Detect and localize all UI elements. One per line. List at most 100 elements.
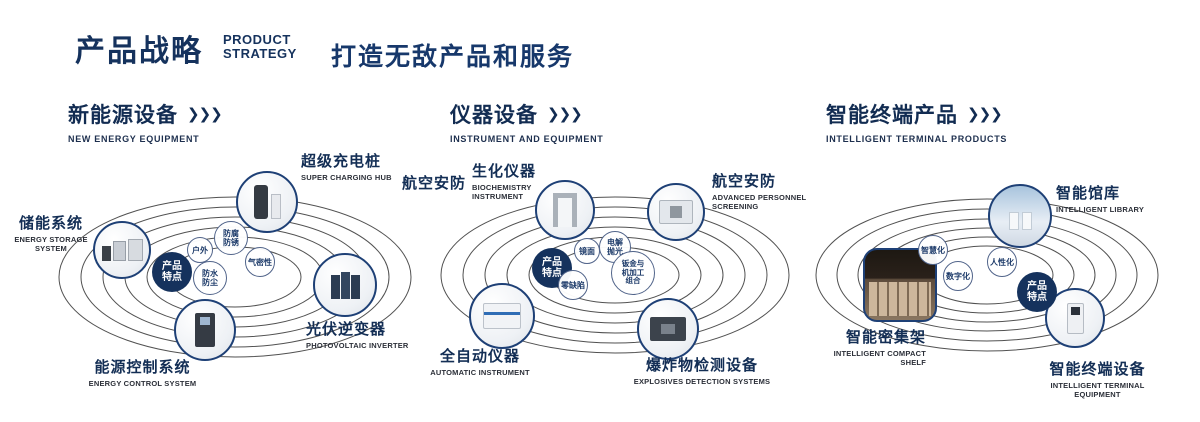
image-shape — [112, 241, 126, 261]
section-instrument-title: 仪器设备 — [450, 104, 538, 127]
label-intelligent-terminal: 智能终端设备 INTELLIGENT TERMINAL EQUIPMENT — [1030, 358, 1165, 399]
label-cn: 能源控制系统 — [94, 359, 191, 376]
image-shape — [127, 239, 143, 261]
chevrons-icon: ❯❯❯ — [187, 106, 223, 123]
feature-bubble-airtight: 气密性 — [245, 247, 275, 277]
image-shape — [200, 317, 210, 325]
feature-bubble-anticorrosion: 防腐防锈 — [214, 221, 248, 255]
feature-bubble-label: 气密性 — [248, 257, 272, 267]
feature-bubble-waterproof: 防水防尘 — [193, 261, 227, 295]
product-features-badge-label: 产品特点 — [1027, 281, 1047, 303]
automatic-instrument-image — [469, 283, 535, 349]
section-instrument-subtitle: INSTRUMENT AND EQUIPMENT — [450, 134, 604, 144]
label-intelligent-library: 智能馆库 INTELLIGENT LIBRARY — [1056, 182, 1166, 214]
image-shape — [1008, 212, 1032, 230]
image-shape — [659, 200, 693, 224]
section-new-energy-subtitle: NEW ENERGY EQUIPMENT — [68, 134, 200, 144]
image-shape — [1021, 212, 1032, 230]
feature-bubble-label: 零缺陷 — [561, 280, 585, 290]
label-cn: 航空安防 — [402, 175, 467, 192]
feature-bubble-mirror: 镜面 — [574, 238, 600, 264]
label-energy-control-system: 能源控制系统 ENERGY CONTROL SYSTEM — [80, 356, 205, 388]
label-photovoltaic-inverter: 光伏逆变器 PHOTOVOLTAIC INVERTER — [306, 318, 421, 350]
image-shape — [650, 317, 686, 341]
product-features-badge: 产品特点 — [1017, 272, 1057, 312]
energy-control-system-image — [174, 299, 236, 361]
label-en: ENERGY CONTROL SYSTEM — [88, 379, 197, 388]
personnel-screening-image — [647, 183, 705, 241]
feature-bubble-label: 防腐防锈 — [223, 229, 239, 247]
image-shape — [553, 193, 577, 227]
image-shape — [253, 185, 281, 219]
image-shape — [869, 282, 931, 316]
orbit-rings-instrument — [440, 196, 790, 354]
label-en: INTELLIGENT TERMINAL EQUIPMENT — [1050, 381, 1145, 399]
feature-bubble-label: 镜面 — [579, 246, 595, 256]
label-cn: 生化仪器 — [472, 163, 537, 180]
feature-bubble-label: 钣金与机加工组合 — [621, 259, 645, 286]
page-title-en-line1: PRODUCT — [223, 32, 291, 47]
section-new-energy-header: 新能源设备 ❯❯❯ NEW ENERGY EQUIPMENT — [68, 99, 223, 144]
feature-bubble-label: 智慧化 — [921, 245, 945, 255]
label-cn: 智能馆库 — [1056, 185, 1121, 202]
image-shape — [101, 246, 111, 261]
label-cn: 爆炸物检测设备 — [645, 357, 758, 374]
image-shape — [670, 206, 682, 218]
image-shape — [340, 271, 350, 299]
label-cn: 储能系统 — [18, 215, 83, 232]
image-shape — [1070, 306, 1080, 315]
image-shape — [195, 313, 215, 347]
image-shape — [330, 274, 340, 299]
label-en: EXPLOSIVES DETECTION SYSTEMS — [633, 377, 771, 386]
image-shape — [101, 239, 143, 261]
label-cn: 智能终端设备 — [1049, 361, 1146, 378]
label-cn: 全自动仪器 — [439, 348, 520, 365]
label-cn: 智能密集架 — [845, 329, 926, 346]
super-charging-hub-image — [236, 171, 298, 233]
section-terminal-title: 智能终端产品 — [826, 104, 958, 127]
security-gate-image — [535, 180, 595, 240]
label-automatic-instrument: 全自动仪器 AUTOMATIC INSTRUMENT — [425, 345, 535, 377]
label-en: ADVANCED PERSONNEL SCREENING — [712, 193, 807, 211]
image-shape — [483, 303, 521, 329]
photovoltaic-inverter-image — [313, 253, 377, 317]
section-terminal-header: 智能终端产品 ❯❯❯ INTELLIGENT TERMINAL PRODUCTS — [826, 99, 1007, 144]
label-energy-storage: 储能系统 ENERGY STORAGE SYSTEM — [10, 212, 92, 253]
page-title: 产品战略 — [75, 35, 203, 68]
intelligent-library-image — [988, 184, 1052, 248]
page-title-en-line2: STRATEGY — [223, 46, 297, 61]
label-en: PHOTOVOLTAIC INVERTER — [306, 341, 409, 350]
image-shape — [330, 271, 360, 299]
image-shape — [1066, 302, 1084, 334]
label-en: ENERGY STORAGE SYSTEM — [14, 235, 88, 253]
feature-bubble-label: 防水防尘 — [202, 269, 218, 287]
label-en: SUPER CHARGING HUB — [301, 173, 392, 182]
page-slogan: 打造无敌产品和服务 — [331, 43, 575, 71]
feature-bubble-zero-defect: 零缺陷 — [558, 270, 588, 300]
feature-bubble-label: 户外 — [192, 245, 208, 255]
page-title-en: PRODUCT STRATEGY — [223, 33, 297, 61]
image-shape — [253, 185, 268, 219]
feature-bubble-intelligent: 智慧化 — [918, 235, 948, 265]
section-terminal-subtitle: INTELLIGENT TERMINAL PRODUCTS — [826, 134, 1008, 144]
feature-bubble-outdoor: 户外 — [187, 237, 213, 263]
label-en: BIOCHEMISTRY INSTRUMENT — [472, 183, 532, 201]
label-cn: 光伏逆变器 — [306, 321, 387, 338]
label-biochemistry-instrument: 生化仪器 BIOCHEMISTRY INSTRUMENT — [472, 160, 582, 201]
label-en: AUTOMATIC INSTRUMENT — [430, 368, 530, 377]
label-explosives-detection: 爆炸物检测设备 EXPLOSIVES DETECTION SYSTEMS — [632, 354, 772, 386]
feature-bubble-label: 电解抛光 — [607, 238, 623, 256]
energy-storage-image — [93, 221, 151, 279]
feature-bubble-label: 人性化 — [990, 257, 1014, 267]
label-en: INTELLIGENT COMPACT SHELF — [833, 349, 926, 367]
image-shape — [270, 194, 281, 219]
image-shape — [350, 274, 360, 299]
label-aviation-security-left: 航空安防 — [402, 172, 472, 193]
feature-bubble-sheetmetal: 钣金与机加工组合 — [611, 251, 655, 295]
product-features-badge-label: 产品特点 — [542, 257, 562, 279]
product-features-badge-label: 产品特点 — [162, 261, 182, 283]
label-aviation-security-right: 航空安防 ADVANCED PERSONNEL SCREENING — [712, 170, 837, 211]
image-shape — [1008, 212, 1019, 230]
section-new-energy-title: 新能源设备 — [68, 104, 178, 127]
image-shape — [484, 312, 520, 315]
